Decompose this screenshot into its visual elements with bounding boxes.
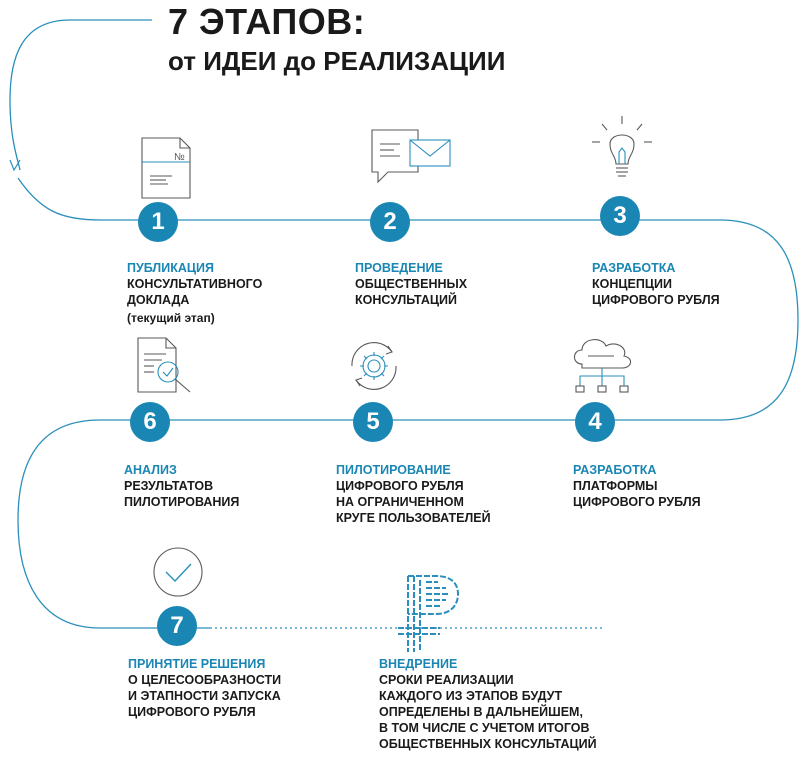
final-line-1: СРОКИ РЕАЛИЗАЦИИ bbox=[379, 673, 514, 687]
stage-4-line-1: ПЛАТФОРМЫ bbox=[573, 479, 658, 493]
stage-6-badge: 6 bbox=[130, 402, 170, 442]
final-line-2: КАЖДОГО ИЗ ЭТАПОВ БУДУТ bbox=[379, 689, 563, 703]
cloud-network-icon bbox=[566, 334, 638, 403]
stage-6-label: АНАЛИЗ РЕЗУЛЬТАТОВ ПИЛОТИРОВАНИЯ bbox=[124, 462, 239, 510]
stage-1-label: ПУБЛИКАЦИЯ КОНСУЛЬТАТИВНОГО ДОКЛАДА (тек… bbox=[127, 260, 262, 326]
page-subtitle: от ИДЕИ до РЕАЛИЗАЦИИ bbox=[168, 46, 506, 76]
stage-7-line-1: О ЦЕЛЕСООБРАЗНОСТИ bbox=[128, 673, 282, 687]
stage-5-line-2: НА ОГРАНИЧЕННОМ bbox=[336, 495, 464, 509]
final-line-3: ОПРЕДЕЛЕНЫ В ДАЛЬНЕЙШЕМ, bbox=[379, 705, 583, 719]
stage-5-line-3: КРУГЕ ПОЛЬЗОВАТЕЛЕЙ bbox=[336, 511, 491, 525]
gear-cycle-icon bbox=[342, 334, 406, 403]
stage-3-line-1: КОНЦЕПЦИИ bbox=[592, 277, 672, 291]
stage-7-line-2: И ЭТАПНОСТИ ЗАПУСКА bbox=[128, 689, 281, 703]
lightbulb-icon bbox=[590, 114, 654, 191]
stage-1-line-1: КОНСУЛЬТАТИВНОГО bbox=[127, 277, 263, 291]
stage-7-line-3: ЦИФРОВОГО РУБЛЯ bbox=[128, 705, 256, 719]
stage-2-badge: 2 bbox=[370, 202, 410, 242]
stage-5-badge: 5 bbox=[353, 402, 393, 442]
stage-2-label: ПРОВЕДЕНИЕ ОБЩЕСТВЕННЫХ КОНСУЛЬТАЦИЙ bbox=[355, 260, 467, 308]
final-line-5: ОБЩЕСТВЕННЫХ КОНСУЛЬТАЦИЙ bbox=[379, 737, 597, 751]
stage-2-line-2: КОНСУЛЬТАЦИЙ bbox=[355, 293, 458, 307]
stage-4-label: РАЗРАБОТКА ПЛАТФОРМЫ ЦИФРОВОГО РУБЛЯ bbox=[573, 462, 701, 510]
stage-7-label: ПРИНЯТИЕ РЕШЕНИЯ О ЦЕЛЕСООБРАЗНОСТИ И ЭТ… bbox=[128, 656, 281, 720]
stage-3-badge: 3 bbox=[600, 196, 640, 236]
final-label: ВНЕДРЕНИЕ СРОКИ РЕАЛИЗАЦИИ КАЖДОГО ИЗ ЭТ… bbox=[379, 656, 597, 752]
message-envelope-icon bbox=[370, 128, 454, 197]
document-magnifier-icon bbox=[136, 336, 196, 401]
stage-7-heading: ПРИНЯТИЕ РЕШЕНИЯ bbox=[128, 657, 266, 671]
stage-2-heading: ПРОВЕДЕНИЕ bbox=[355, 261, 443, 275]
stage-5-label: ПИЛОТИРОВАНИЕ ЦИФРОВОГО РУБЛЯ НА ОГРАНИЧ… bbox=[336, 462, 491, 526]
final-line-4: В ТОМ ЧИСЛЕ С УЧЕТОМ ИТОГОВ bbox=[379, 721, 590, 735]
stage-3-heading: РАЗРАБОТКА bbox=[592, 261, 676, 275]
stage-6-heading: АНАЛИЗ bbox=[124, 463, 177, 477]
stage-1-line-2: ДОКЛАДА bbox=[127, 293, 190, 307]
stage-6-line-2: ПИЛОТИРОВАНИЯ bbox=[124, 495, 240, 509]
stage-5-heading: ПИЛОТИРОВАНИЕ bbox=[336, 463, 451, 477]
stage-4-line-2: ЦИФРОВОГО РУБЛЯ bbox=[573, 495, 701, 509]
stage-3-line-2: ЦИФРОВОГО РУБЛЯ bbox=[592, 293, 720, 307]
stage-5-line-1: ЦИФРОВОГО РУБЛЯ bbox=[336, 479, 464, 493]
page-title: 7 ЭТАПОВ: bbox=[168, 1, 366, 42]
stage-4-badge: 4 bbox=[575, 402, 615, 442]
final-heading: ВНЕДРЕНИЕ bbox=[379, 657, 458, 671]
ruble-sign-icon bbox=[396, 572, 466, 661]
stage-6-line-1: РЕЗУЛЬТАТОВ bbox=[124, 479, 214, 493]
stage-1-heading: ПУБЛИКАЦИЯ bbox=[127, 261, 214, 275]
stage-2-line-1: ОБЩЕСТВЕННЫХ bbox=[355, 277, 468, 291]
stage-1-badge: 1 bbox=[138, 202, 178, 242]
stage-3-label: РАЗРАБОТКА КОНЦЕПЦИИ ЦИФРОВОГО РУБЛЯ bbox=[592, 260, 720, 308]
stage-1-note: (текущий этап) bbox=[127, 311, 215, 325]
document-icon: № bbox=[138, 136, 194, 205]
svg-text:№: № bbox=[174, 152, 185, 163]
checkmark-circle-icon bbox=[150, 544, 206, 605]
stage-4-heading: РАЗРАБОТКА bbox=[573, 463, 657, 477]
stage-7-badge: 7 bbox=[157, 606, 197, 646]
